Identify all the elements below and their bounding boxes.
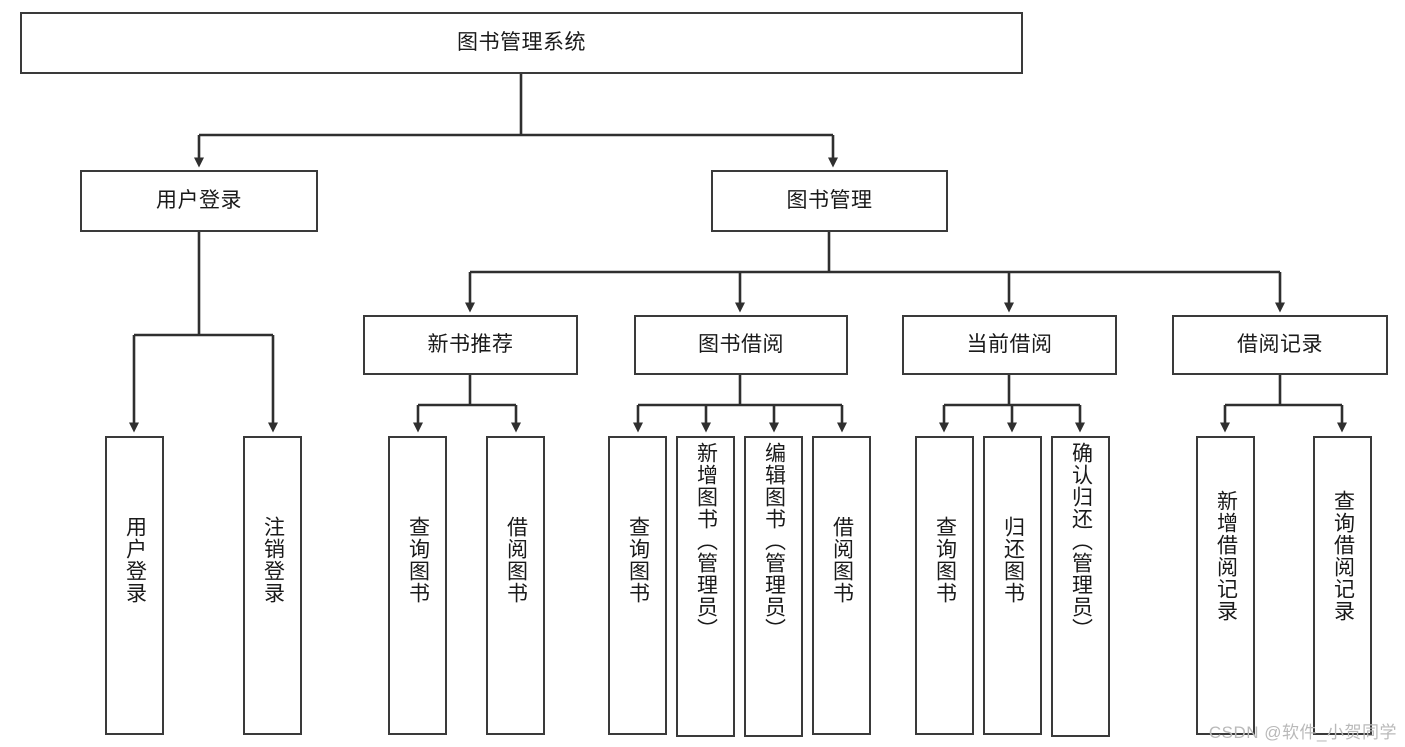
leaf-query-borrow-record-label: 查询借阅记录 xyxy=(1331,490,1355,622)
leaf-edit-book-admin[interactable]: 编辑图书（管理员） xyxy=(744,436,803,737)
leaf-add-borrow-record-label: 新增借阅记录 xyxy=(1214,490,1238,622)
leaf-add-book-admin-label: 新增图书（管理员） xyxy=(694,442,718,640)
leaf-borrow-book-newbook-label: 借阅图书 xyxy=(504,516,528,604)
leaf-user-logout-label: 注销登录 xyxy=(261,516,285,604)
leaf-user-logout[interactable]: 注销登录 xyxy=(243,436,302,735)
node-root-system[interactable]: 图书管理系统 xyxy=(20,12,1023,74)
node-book-management[interactable]: 图书管理 xyxy=(711,170,948,232)
leaf-user-login[interactable]: 用户登录 xyxy=(105,436,164,735)
node-borrow-record-label: 借阅记录 xyxy=(1237,333,1323,357)
node-book-management-label: 图书管理 xyxy=(786,189,873,213)
node-user-login-label: 用户登录 xyxy=(156,189,242,213)
leaf-confirm-return-admin[interactable]: 确认归还（管理员） xyxy=(1051,436,1110,737)
node-current-borrow[interactable]: 当前借阅 xyxy=(902,315,1117,375)
node-new-book-recommend[interactable]: 新书推荐 xyxy=(363,315,578,375)
node-book-borrow-label: 图书借阅 xyxy=(698,333,784,357)
node-current-borrow-label: 当前借阅 xyxy=(966,333,1053,357)
leaf-return-book-label: 归还图书 xyxy=(1001,516,1025,604)
leaf-query-borrow-record[interactable]: 查询借阅记录 xyxy=(1313,436,1372,735)
leaf-borrow-book-borrow-label: 借阅图书 xyxy=(830,516,854,604)
node-user-login[interactable]: 用户登录 xyxy=(80,170,318,232)
node-book-borrow[interactable]: 图书借阅 xyxy=(634,315,848,375)
leaf-user-login-label: 用户登录 xyxy=(123,516,147,604)
leaf-query-book-borrow-label: 查询图书 xyxy=(626,516,650,604)
leaf-return-book[interactable]: 归还图书 xyxy=(983,436,1042,735)
leaf-query-book-newbook-label: 查询图书 xyxy=(406,516,430,604)
csdn-watermark: CSDN @软件_小贺同学 xyxy=(1208,723,1397,742)
leaf-edit-book-admin-label: 编辑图书（管理员） xyxy=(762,442,786,640)
leaf-confirm-return-admin-label: 确认归还（管理员） xyxy=(1069,442,1093,640)
node-root-system-label: 图书管理系统 xyxy=(457,31,586,55)
leaf-add-borrow-record[interactable]: 新增借阅记录 xyxy=(1196,436,1255,735)
node-new-book-recommend-label: 新书推荐 xyxy=(427,333,514,357)
leaf-query-book-borrow[interactable]: 查询图书 xyxy=(608,436,667,735)
leaf-query-book-current-label: 查询图书 xyxy=(933,516,957,604)
leaf-borrow-book-borrow[interactable]: 借阅图书 xyxy=(812,436,871,735)
leaf-borrow-book-newbook[interactable]: 借阅图书 xyxy=(486,436,545,735)
leaf-add-book-admin[interactable]: 新增图书（管理员） xyxy=(676,436,735,737)
node-borrow-record[interactable]: 借阅记录 xyxy=(1172,315,1388,375)
leaf-query-book-current[interactable]: 查询图书 xyxy=(915,436,974,735)
leaf-query-book-newbook[interactable]: 查询图书 xyxy=(388,436,447,735)
